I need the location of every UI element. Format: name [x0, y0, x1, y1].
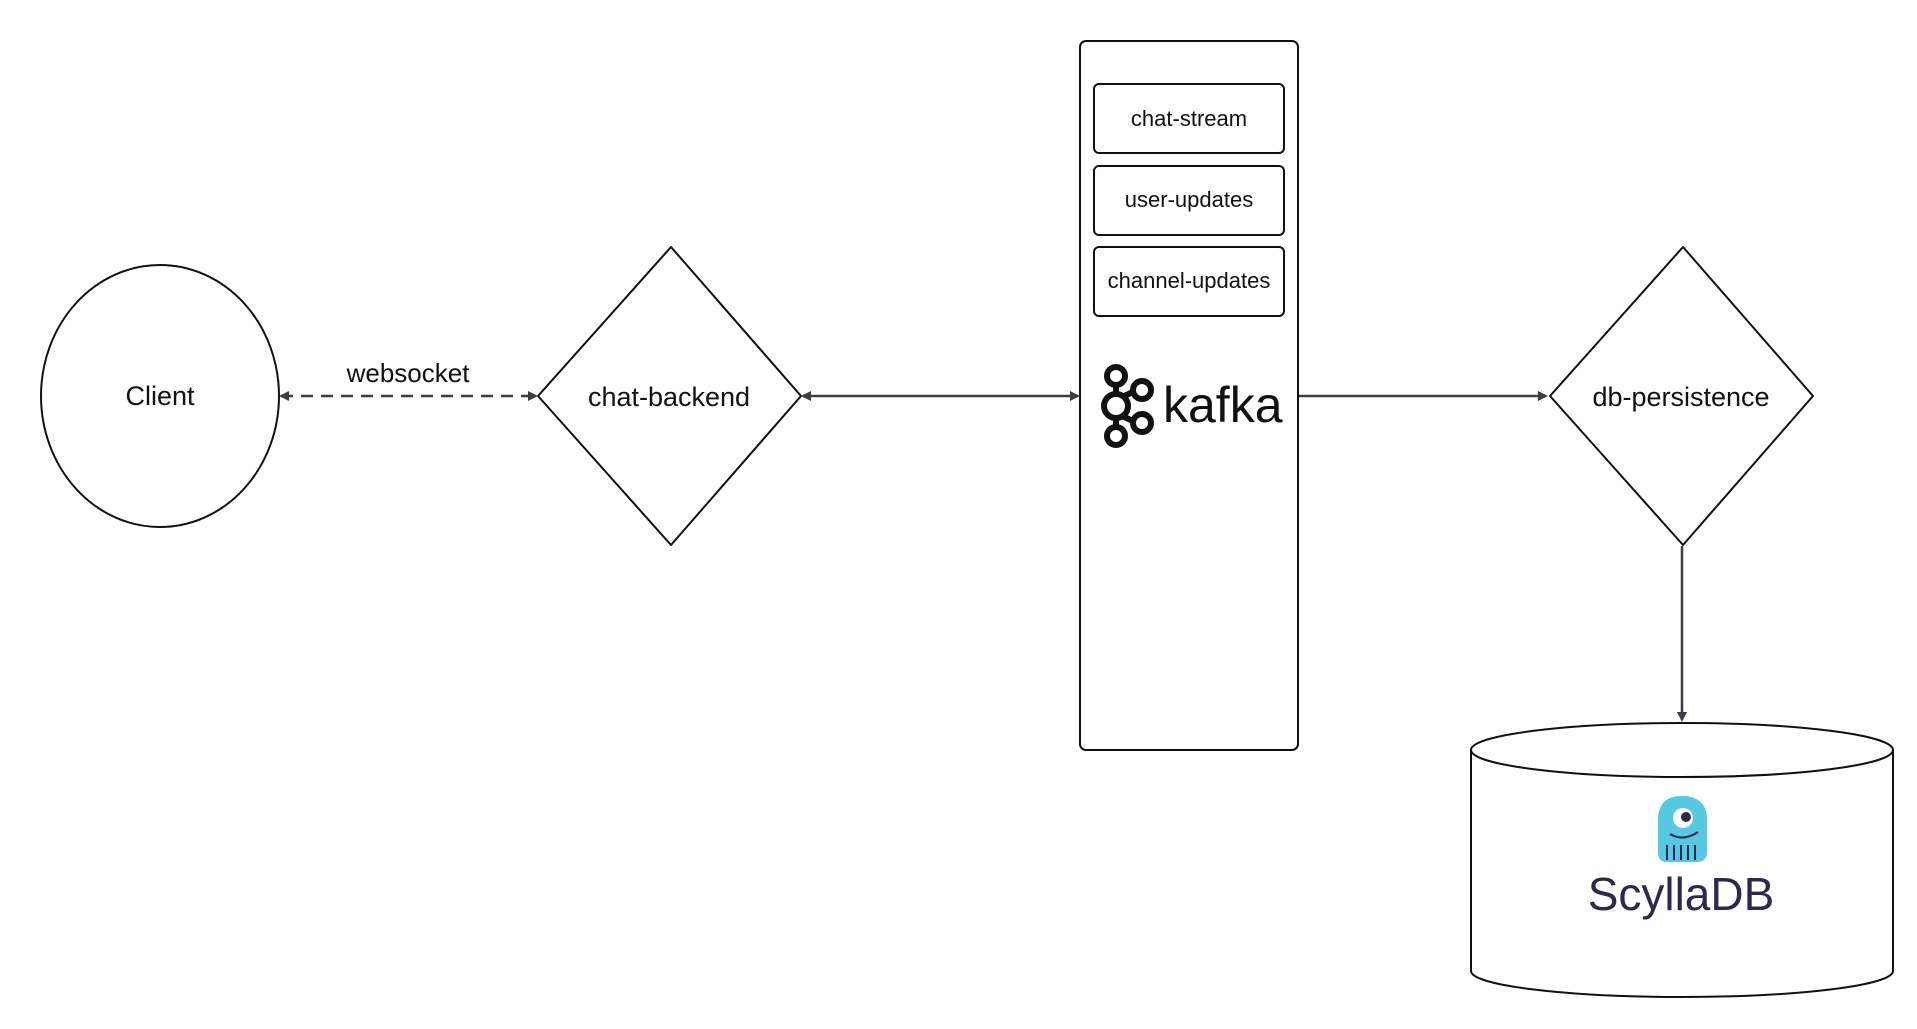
topic-label: user-updates — [1125, 187, 1253, 212]
kafka-logo-icon — [1101, 364, 1154, 448]
client-label: Client — [125, 381, 195, 411]
client-node[interactable]: Client — [40, 264, 280, 528]
topic-channel-updates[interactable]: channel-updates — [1093, 246, 1285, 317]
topic-label: channel-updates — [1108, 268, 1271, 293]
db-persistence-node[interactable]: db-persistence — [1549, 246, 1814, 546]
edge-websocket-label: websocket — [346, 358, 471, 388]
topic-user-updates[interactable]: user-updates — [1093, 165, 1285, 236]
topic-chat-stream[interactable]: chat-stream — [1093, 83, 1285, 154]
scylladb-node[interactable]: ScyllaDB — [1470, 722, 1894, 998]
db-persistence-label: db-persistence — [1592, 382, 1769, 412]
scylladb-logo-text: ScyllaDB — [1588, 868, 1775, 920]
kafka-logo-text: kafka — [1163, 377, 1283, 433]
topic-label: chat-stream — [1131, 106, 1247, 131]
scylladb-octopus-icon — [1658, 796, 1707, 862]
chat-backend-label: chat-backend — [588, 382, 750, 412]
chat-backend-node[interactable]: chat-backend — [537, 246, 802, 546]
kafka-node[interactable]: chat-stream user-updates channel-updates… — [1079, 40, 1299, 751]
